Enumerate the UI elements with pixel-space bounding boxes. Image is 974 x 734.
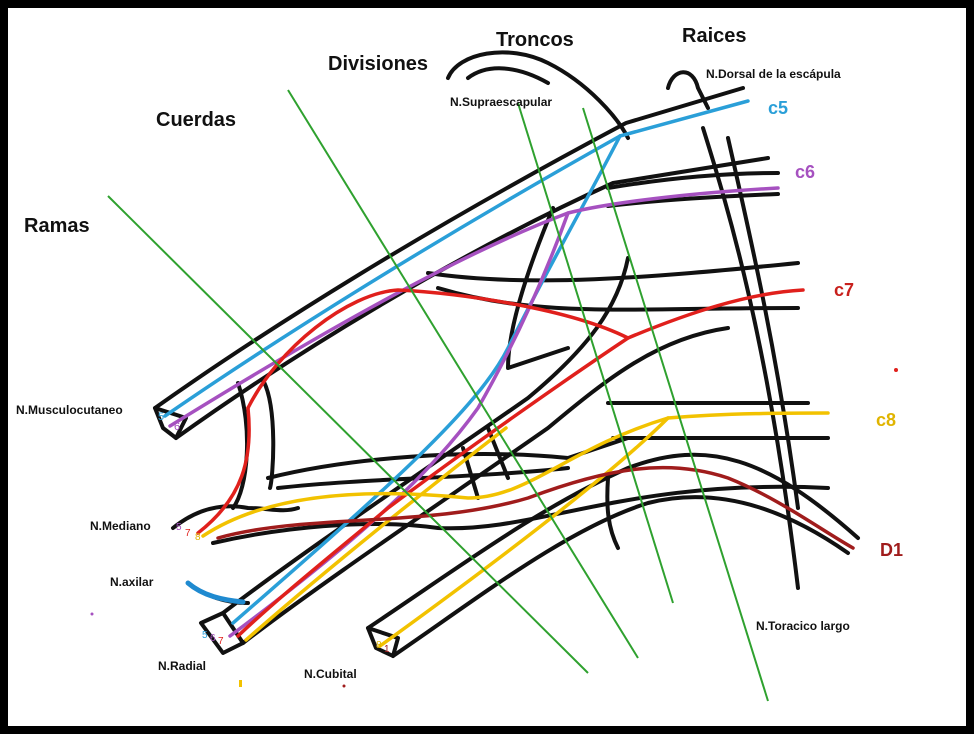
end-cubital-1: 1 bbox=[384, 644, 390, 655]
end-mediano-7: 7 bbox=[185, 528, 191, 539]
root-c7: c7 bbox=[834, 280, 854, 300]
level-line-divisiones-troncos bbox=[517, 102, 674, 604]
nerve-fibers bbox=[163, 99, 855, 648]
level-line-cuerdas-divisiones bbox=[287, 89, 639, 659]
label-n-dorsal-escapula: N.Dorsal de la escápula bbox=[706, 67, 841, 81]
c8-fiber-radial bbox=[244, 426, 508, 642]
root-c6: c6 bbox=[795, 162, 815, 182]
end-mediano-5: 5 bbox=[176, 522, 182, 533]
header-divisiones: Divisiones bbox=[328, 53, 429, 75]
header-ramas: Ramas bbox=[24, 215, 90, 237]
stray-dot-purple bbox=[90, 612, 94, 616]
stray-mark-yellow bbox=[239, 680, 242, 687]
c6-fiber bbox=[168, 186, 780, 428]
root-c5: c5 bbox=[768, 98, 788, 118]
end-cubital-8: 8 bbox=[376, 640, 382, 651]
end-radial-5: 5 bbox=[202, 630, 208, 641]
stray-dot-red bbox=[894, 368, 898, 372]
level-lines bbox=[107, 89, 769, 702]
header-raices: Raices bbox=[682, 25, 747, 47]
label-n-toracico-largo: N.Toracico largo bbox=[756, 619, 850, 633]
level-line-ramas-cuerdas bbox=[107, 195, 589, 674]
header-troncos: Troncos bbox=[496, 29, 574, 51]
label-n-radial: N.Radial bbox=[158, 659, 207, 673]
c8-fiber-ulnar bbox=[378, 416, 670, 648]
label-n-musculocutaneo: N.Musculocutaneo bbox=[16, 403, 123, 417]
axilar-fiber bbox=[185, 580, 246, 605]
c7-fiber-branch bbox=[236, 336, 630, 638]
end-radial-7: 7 bbox=[218, 636, 224, 647]
stray-dot-darkred bbox=[342, 684, 346, 688]
end-musculo-5: 5 bbox=[158, 411, 164, 423]
header-cuerdas: Cuerdas bbox=[156, 109, 237, 131]
end-mediano-8: 8 bbox=[195, 532, 201, 543]
brachial-plexus-diagram: c5 c6 c7 c8 D1 5 6 5 7 8 5 6 7 8 1 bbox=[90, 50, 903, 702]
c7-fiber bbox=[246, 288, 805, 410]
plexus-outlines bbox=[153, 50, 860, 658]
end-musculo-6: 6 bbox=[174, 421, 180, 433]
c7-fiber-median bbox=[196, 406, 251, 535]
end-radial-6: 6 bbox=[210, 633, 216, 644]
label-n-supraescapular: N.Supraescapular bbox=[450, 95, 553, 109]
level-line-troncos-raices bbox=[582, 107, 769, 702]
root-c8: c8 bbox=[876, 410, 896, 430]
label-n-mediano: N.Mediano bbox=[90, 519, 151, 533]
diagram-canvas: c5 c6 c7 c8 D1 5 6 5 7 8 5 6 7 8 1 Raice… bbox=[8, 8, 966, 726]
label-n-cubital: N.Cubital bbox=[304, 667, 357, 681]
c8-fiber bbox=[201, 411, 830, 538]
c5-fiber bbox=[163, 99, 750, 418]
label-n-axilar: N.axilar bbox=[110, 575, 154, 589]
d1-fiber bbox=[216, 465, 855, 550]
root-d1: D1 bbox=[880, 540, 903, 560]
